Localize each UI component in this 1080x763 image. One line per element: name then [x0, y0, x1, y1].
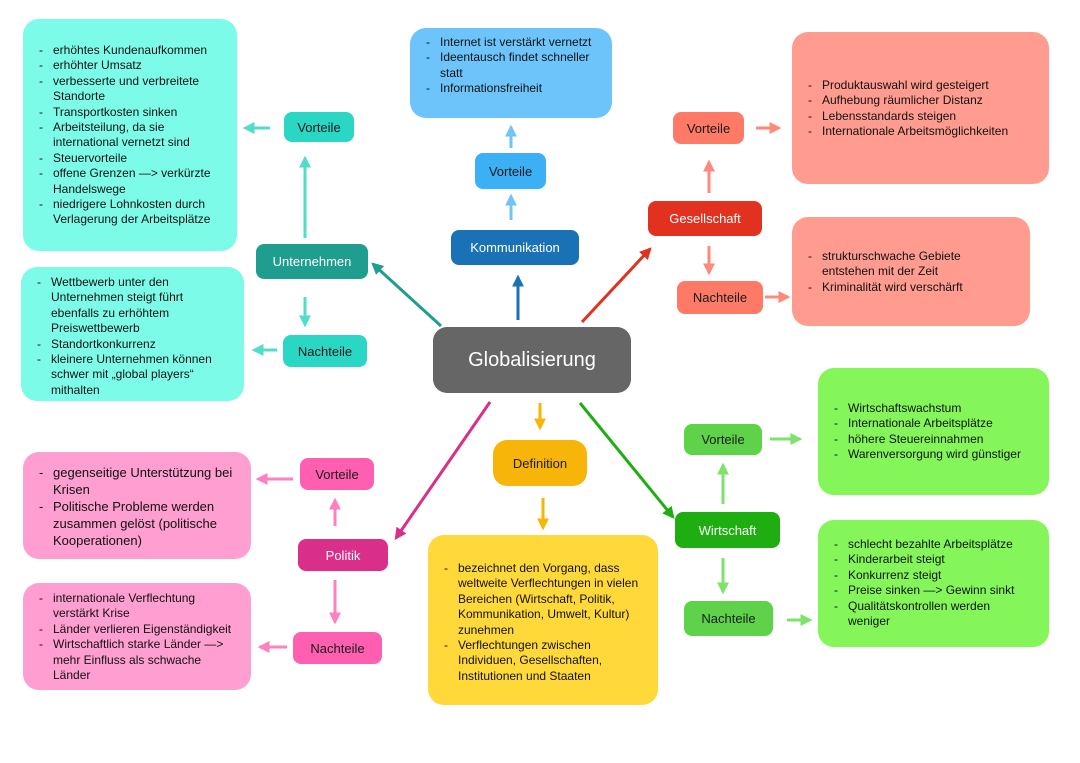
branch-definition[interactable]: Definition — [493, 440, 587, 486]
kommunikation-vorteile-list: Internet ist verstärkt vernetztIdeentaus… — [426, 35, 598, 97]
list-item: Verflechtungen zwischen Individuen, Gese… — [444, 638, 644, 684]
list-item: niedrigere Lohnkosten durch Verlagerung … — [39, 197, 223, 228]
list-item: Arbeitsteilung, da sie international ver… — [39, 120, 223, 151]
list-item: offene Grenzen —> verkürzte Handelswege — [39, 166, 223, 197]
wirtschaft-nachteile-node[interactable]: Nachteile — [684, 601, 773, 636]
arrow-to-gesellschaft — [580, 247, 652, 324]
arrow-to-politik — [394, 401, 492, 540]
unternehmen-vorteile-list: erhöhtes Kundenaufkommenerhöhter Umsatzv… — [39, 43, 223, 228]
list-item: Steuervorteile — [39, 151, 223, 167]
list-item: Konkurrenz steigt — [834, 568, 1035, 584]
list-item: Aufhebung räumlicher Distanz — [808, 93, 1035, 109]
gesellschaft-vorteile-list: Produktauswahl wird gesteigertAufhebung … — [808, 78, 1035, 140]
politik-nachteile-node[interactable]: Nachteile — [293, 632, 382, 664]
list-item: Wettbewerb unter den Unternehmen steigt … — [37, 275, 230, 337]
politik-vorteile-box: gegenseitige Unterstützung bei KrisenPol… — [23, 452, 251, 559]
kommunikation-vorteile-box: Internet ist verstärkt vernetztIdeentaus… — [410, 28, 612, 118]
branch-wirtschaft[interactable]: Wirtschaft — [675, 512, 780, 548]
politik-vorteile-list: gegenseitige Unterstützung bei KrisenPol… — [39, 464, 237, 549]
list-item: Ideentausch findet schneller statt — [426, 50, 598, 81]
list-item: Politische Probleme werden zusammen gelö… — [39, 498, 237, 549]
politik-vorteile-node[interactable]: Vorteile — [300, 458, 374, 490]
list-item: bezeichnet den Vorgang, dass weltweite V… — [444, 561, 644, 638]
list-item: schlecht bezahlte Arbeitsplätze — [834, 537, 1035, 553]
list-item: Kriminalität wird verschärft — [808, 280, 1016, 296]
list-item: Internationale Arbeitsplätze — [834, 416, 1035, 432]
list-item: Internationale Arbeitsmöglichkeiten — [808, 124, 1035, 140]
definition-box: bezeichnet den Vorgang, dass weltweite V… — [428, 535, 658, 705]
central-topic[interactable]: Globalisierung — [433, 327, 631, 393]
kommunikation-vorteile-node[interactable]: Vorteile — [475, 153, 546, 189]
list-item: Standortkonkurrenz — [37, 337, 230, 353]
list-item: erhöhter Umsatz — [39, 58, 223, 74]
politik-nachteile-list: internationale Verflechtung verstärkt Kr… — [39, 591, 237, 683]
list-item: höhere Steuereinnahmen — [834, 432, 1035, 448]
list-item: Internet ist verstärkt vernetzt — [426, 35, 598, 51]
list-item: Produktauswahl wird gesteigert — [808, 78, 1035, 94]
wirtschaft-vorteile-box: WirtschaftswachstumInternationale Arbeit… — [818, 368, 1049, 495]
branch-kommunikation[interactable]: Kommunikation — [451, 230, 579, 265]
unternehmen-vorteile-box: erhöhtes Kundenaufkommenerhöhter Umsatzv… — [23, 19, 237, 251]
list-item: kleinere Unternehmen können schwer mit „… — [37, 352, 230, 398]
list-item: Warenversorgung wird günstiger — [834, 447, 1035, 463]
gesellschaft-nachteile-list: strukturschwache Gebiete entstehen mit d… — [808, 249, 1016, 296]
list-item: Lebensstandards steigen — [808, 109, 1035, 125]
branch-politik[interactable]: Politik — [298, 539, 388, 571]
branch-unternehmen[interactable]: Unternehmen — [256, 244, 368, 279]
list-item: Wirtschaftswachstum — [834, 401, 1035, 417]
list-item: Informationsfreiheit — [426, 81, 598, 97]
branch-gesellschaft[interactable]: Gesellschaft — [648, 201, 762, 236]
unternehmen-vorteile-node[interactable]: Vorteile — [284, 112, 354, 142]
unternehmen-nachteile-box: Wettbewerb unter den Unternehmen steigt … — [21, 267, 244, 401]
gesellschaft-vorteile-node[interactable]: Vorteile — [673, 112, 744, 144]
list-item: Kinderarbeit steigt — [834, 552, 1035, 568]
wirtschaft-nachteile-list: schlecht bezahlte ArbeitsplätzeKinderarb… — [834, 537, 1035, 630]
list-item: Transportkosten sinken — [39, 105, 223, 121]
list-item: erhöhtes Kundenaufkommen — [39, 43, 223, 59]
list-item: verbesserte und verbreitete Standorte — [39, 74, 223, 105]
politik-nachteile-box: internationale Verflechtung verstärkt Kr… — [23, 583, 251, 690]
definition-list: bezeichnet den Vorgang, dass weltweite V… — [444, 561, 644, 684]
list-item: Länder verlieren Eigenständigkeit — [39, 622, 237, 638]
gesellschaft-vorteile-box: Produktauswahl wird gesteigertAufhebung … — [792, 32, 1049, 184]
list-item: Preise sinken —> Gewinn sinkt — [834, 583, 1035, 599]
unternehmen-nachteile-list: Wettbewerb unter den Unternehmen steigt … — [37, 275, 230, 398]
list-item: strukturschwache Gebiete entstehen mit d… — [808, 249, 1016, 280]
wirtschaft-nachteile-box: schlecht bezahlte ArbeitsplätzeKinderarb… — [818, 520, 1049, 647]
list-item: gegenseitige Unterstützung bei Krisen — [39, 464, 237, 498]
list-item: Wirtschaftlich starke Länder —> mehr Ein… — [39, 637, 237, 683]
list-item: Qualitätskontrollen werden weniger — [834, 599, 1035, 630]
unternehmen-nachteile-node[interactable]: Nachteile — [283, 335, 367, 367]
wirtschaft-vorteile-list: WirtschaftswachstumInternationale Arbeit… — [834, 401, 1035, 463]
wirtschaft-vorteile-node[interactable]: Vorteile — [684, 424, 762, 455]
gesellschaft-nachteile-box: strukturschwache Gebiete entstehen mit d… — [792, 217, 1030, 326]
list-item: internationale Verflechtung verstärkt Kr… — [39, 591, 237, 622]
gesellschaft-nachteile-node[interactable]: Nachteile — [677, 281, 763, 314]
arrow-to-wirtschaft — [578, 402, 675, 519]
arrow-to-unternehmen — [371, 262, 443, 328]
